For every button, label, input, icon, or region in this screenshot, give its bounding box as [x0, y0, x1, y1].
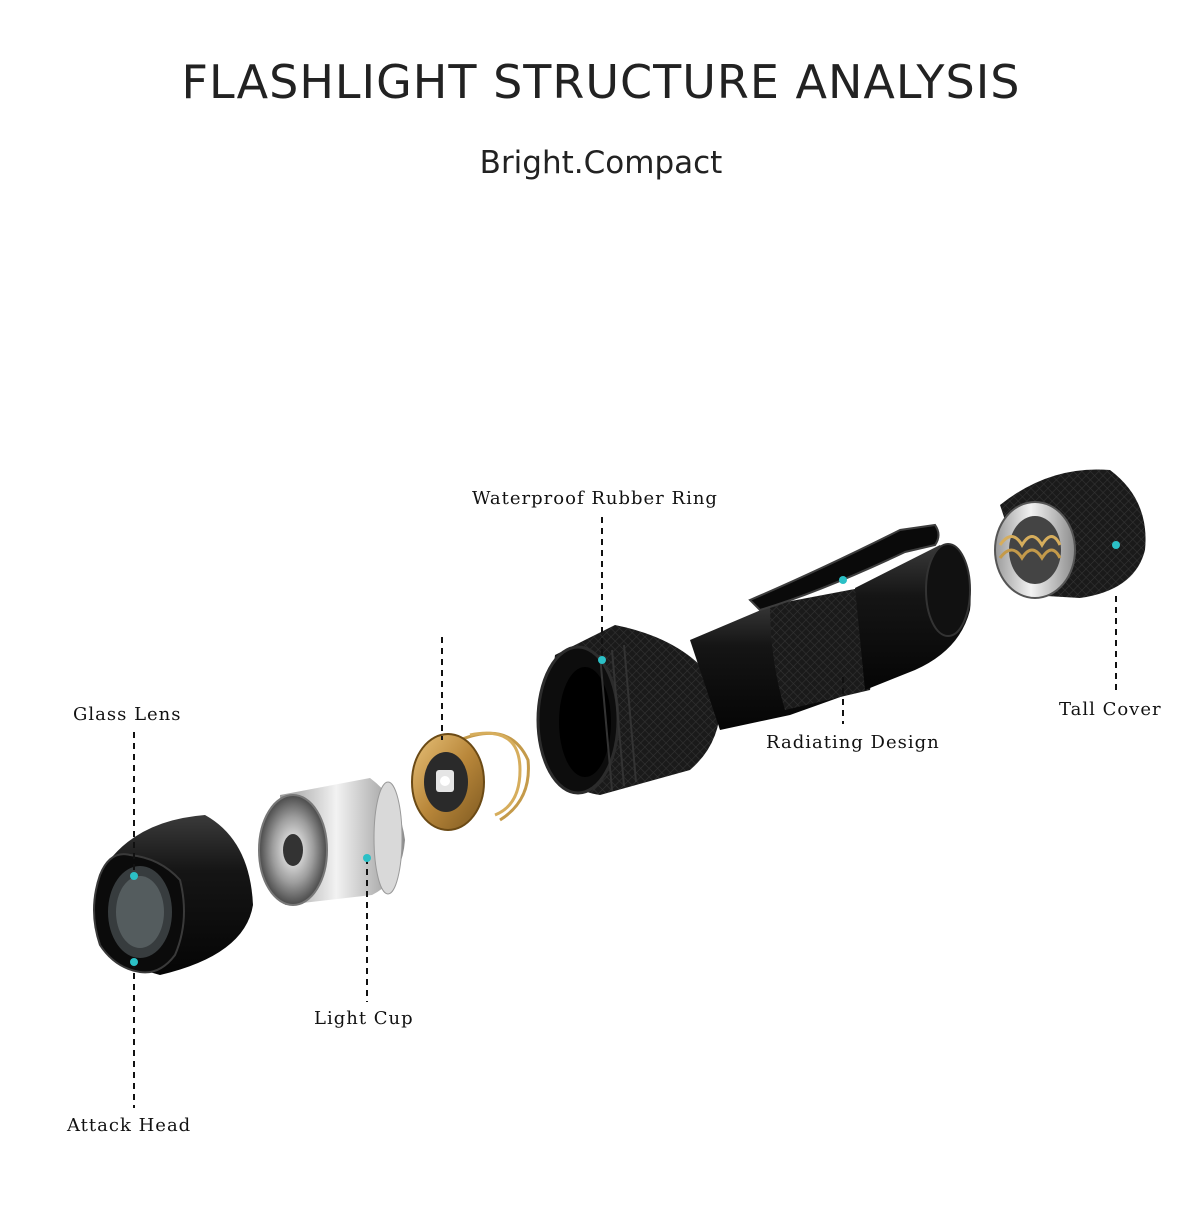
diagram-title: FLASHLIGHT STRUCTURE ANALYSIS: [181, 55, 1021, 109]
tail-cover-part: [994, 469, 1146, 599]
light-cup-label: Light Cup: [314, 1008, 414, 1029]
tall-cover-label: Tall Cover: [1059, 699, 1162, 720]
body-tube-part: [536, 523, 971, 795]
attack-head-part: [93, 815, 253, 975]
radiating-design-dot: [839, 576, 847, 584]
light-cup-part: [258, 778, 405, 906]
led-module-part: [411, 731, 530, 831]
waterproof-ring-label: Waterproof Rubber Ring: [472, 488, 718, 509]
tall-cover-dot: [1112, 541, 1120, 549]
radiating-design-label: Radiating Design: [766, 732, 940, 753]
glass-lens-label: Glass Lens: [73, 704, 182, 725]
attack-head-dot: [130, 958, 138, 966]
glass-lens-dot: [130, 872, 138, 880]
diagram-subtitle: Bright.Compact: [479, 145, 723, 181]
attack-head-label: Attack Head: [66, 1115, 191, 1136]
waterproof-ring-dot: [598, 656, 606, 664]
light-cup-dot: [363, 854, 371, 862]
